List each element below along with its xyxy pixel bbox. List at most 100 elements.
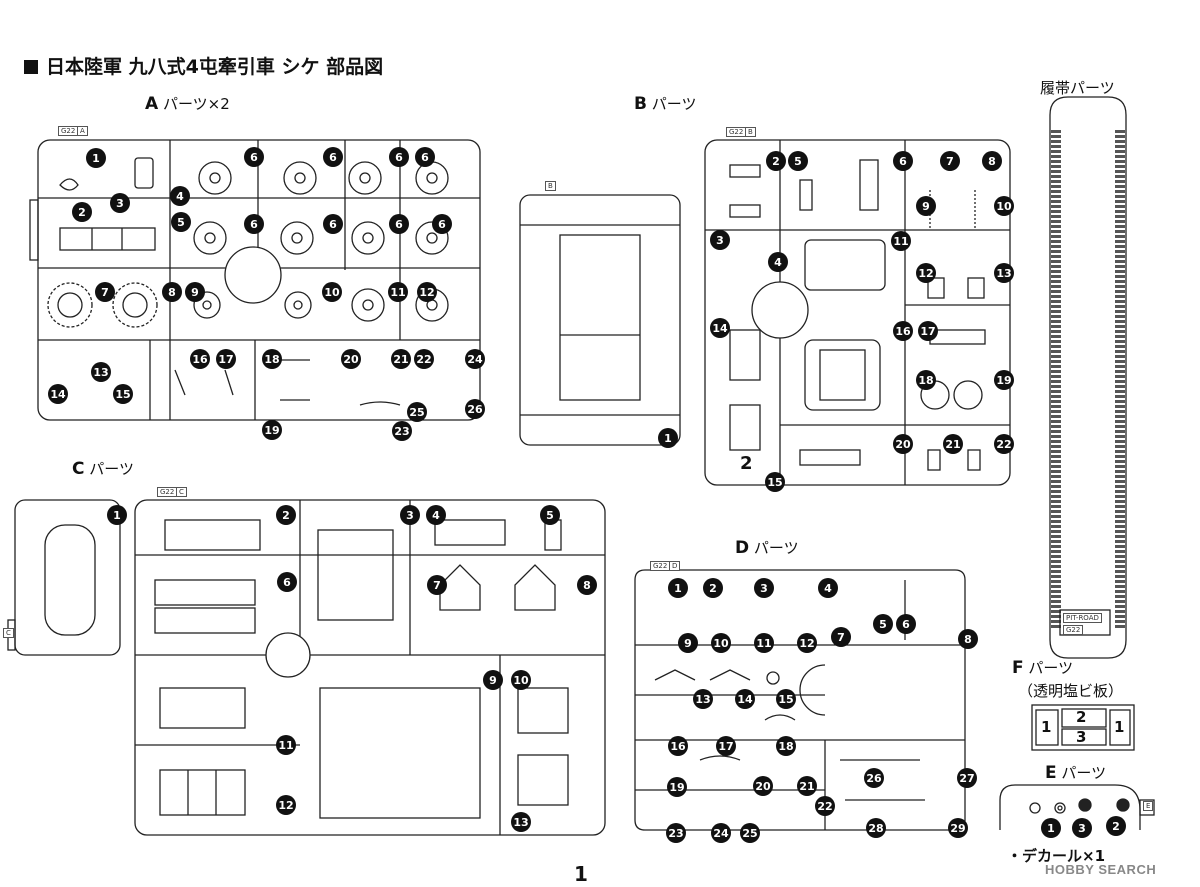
- callout-b-10: 10: [994, 196, 1014, 216]
- section-d-text: パーツ: [753, 539, 799, 557]
- section-b-label: B パーツ: [634, 93, 696, 114]
- callout-a-26: 26: [465, 399, 485, 419]
- page-title-text: 日本陸軍 九八式4屯牽引車 シケ 部品図: [46, 56, 384, 78]
- watermark: HOBBY SEARCH: [1045, 862, 1157, 877]
- section-d-letter: D: [735, 538, 750, 558]
- callout-b-16: 16: [893, 321, 913, 341]
- callout-d-16: 16: [668, 736, 688, 756]
- callout-b-13: 13: [994, 263, 1014, 283]
- callout-b-14: 14: [710, 318, 730, 338]
- callout-a-4: 4: [170, 186, 190, 206]
- tag-b-runner: B: [545, 181, 556, 191]
- callout-b-2: 2: [766, 151, 786, 171]
- callout-b-17: 17: [918, 321, 938, 341]
- callout-b-19: 19: [994, 370, 1014, 390]
- callout-a-5: 5: [171, 212, 191, 232]
- callout-d-4: 4: [818, 578, 838, 598]
- tag-c-g22: G22: [157, 487, 178, 497]
- section-f-label: F パーツ: [1012, 657, 1073, 678]
- callout-a-10: 10: [322, 282, 342, 302]
- callout-d-7: 7: [831, 627, 851, 647]
- sprue-f: [1031, 704, 1135, 751]
- tag-c-runner: C: [3, 628, 14, 638]
- tag-d-g22: G22: [650, 561, 671, 571]
- tag-track-g22: G22: [1063, 625, 1084, 635]
- callout-b-7: 7: [940, 151, 960, 171]
- callout-b-20: 20: [893, 434, 913, 454]
- section-b-text: パーツ: [651, 95, 697, 113]
- sprue-b: [704, 139, 1011, 486]
- callout-a-15: 15: [113, 384, 133, 404]
- f-cell-3: 3: [1076, 728, 1087, 746]
- road-wheels: [193, 161, 449, 322]
- callout-a-7: 7: [95, 282, 115, 302]
- callout-d-27: 27: [957, 768, 977, 788]
- callout-e-2: 2: [1106, 816, 1126, 836]
- sprockets: [47, 282, 158, 328]
- section-f-text: パーツ: [1028, 659, 1074, 677]
- callout-a-23: 23: [392, 421, 412, 441]
- callout-b-3: 3: [710, 230, 730, 250]
- tag-a-letter: A: [77, 126, 88, 136]
- callout-a-19: 19: [262, 420, 282, 440]
- tag-e-runner: E: [1143, 801, 1154, 811]
- section-e-text: パーツ: [1061, 764, 1107, 782]
- callout-c-10: 10: [511, 670, 531, 690]
- callout-a-21: 21: [391, 349, 411, 369]
- section-a-text: パーツ×2: [162, 95, 230, 113]
- callout-c-8: 8: [577, 575, 597, 595]
- section-f-sub: （透明塩ビ板）: [1018, 682, 1124, 700]
- callout-c-9: 9: [483, 670, 503, 690]
- tag-a-g22: G22: [58, 126, 79, 136]
- callout-a-20: 20: [341, 349, 361, 369]
- callout-d-12: 12: [797, 633, 817, 653]
- callout-e-1: 1: [1041, 818, 1061, 838]
- sprue-track: [1049, 96, 1127, 659]
- callout-a-3: 3: [110, 193, 130, 213]
- callout-a-13: 13: [91, 362, 111, 382]
- callout-d-9: 9: [678, 633, 698, 653]
- callout-b-11: 11: [891, 231, 911, 251]
- callout-d-8: 8: [958, 629, 978, 649]
- tag-c-letter: C: [176, 487, 187, 497]
- tag-b-letter: B: [745, 127, 756, 137]
- callout-c-7: 7: [427, 575, 447, 595]
- callout-d-28: 28: [866, 818, 886, 838]
- callout-d-20: 20: [753, 776, 773, 796]
- callout-c-5: 5: [540, 505, 560, 525]
- tag-d-letter: D: [669, 561, 681, 571]
- callout-d-23: 23: [666, 823, 686, 843]
- page-title: 日本陸軍 九八式4屯牽引車 シケ 部品図: [24, 52, 383, 79]
- callout-a-17: 17: [216, 349, 236, 369]
- callout-b-18: 18: [916, 370, 936, 390]
- callout-c-13: 13: [511, 812, 531, 832]
- callout-b-22: 22: [994, 434, 1014, 454]
- callout-b-5: 5: [788, 151, 808, 171]
- callout-a-6: 6: [432, 214, 452, 234]
- callout-a-1: 1: [86, 148, 106, 168]
- section-e-letter: E: [1045, 763, 1057, 783]
- callout-c-11: 11: [276, 735, 296, 755]
- callout-a-9: 9: [185, 282, 205, 302]
- callout-d-15: 15: [776, 689, 796, 709]
- f-cell-1b: 1: [1114, 718, 1125, 736]
- callout-c-1: 1: [107, 505, 127, 525]
- f-cell-1: 1: [1041, 718, 1052, 736]
- section-f-letter: F: [1012, 658, 1024, 678]
- callout-a-6: 6: [415, 147, 435, 167]
- callout-a-16: 16: [190, 349, 210, 369]
- section-e-label: E パーツ: [1045, 762, 1106, 783]
- callout-c-3: 3: [400, 505, 420, 525]
- callout-b-21: 21: [943, 434, 963, 454]
- sprue-b-runner: [519, 194, 681, 446]
- f-cell-2: 2: [1076, 708, 1087, 726]
- callout-b-12: 12: [916, 263, 936, 283]
- callout-a-11: 11: [388, 282, 408, 302]
- callout-d-1: 1: [668, 578, 688, 598]
- callout-b-6: 6: [893, 151, 913, 171]
- sprue-c: [134, 499, 606, 836]
- sprue-c-runner: [7, 499, 121, 656]
- callout-c-4: 4: [426, 505, 446, 525]
- callout-b-15: 15: [765, 472, 785, 492]
